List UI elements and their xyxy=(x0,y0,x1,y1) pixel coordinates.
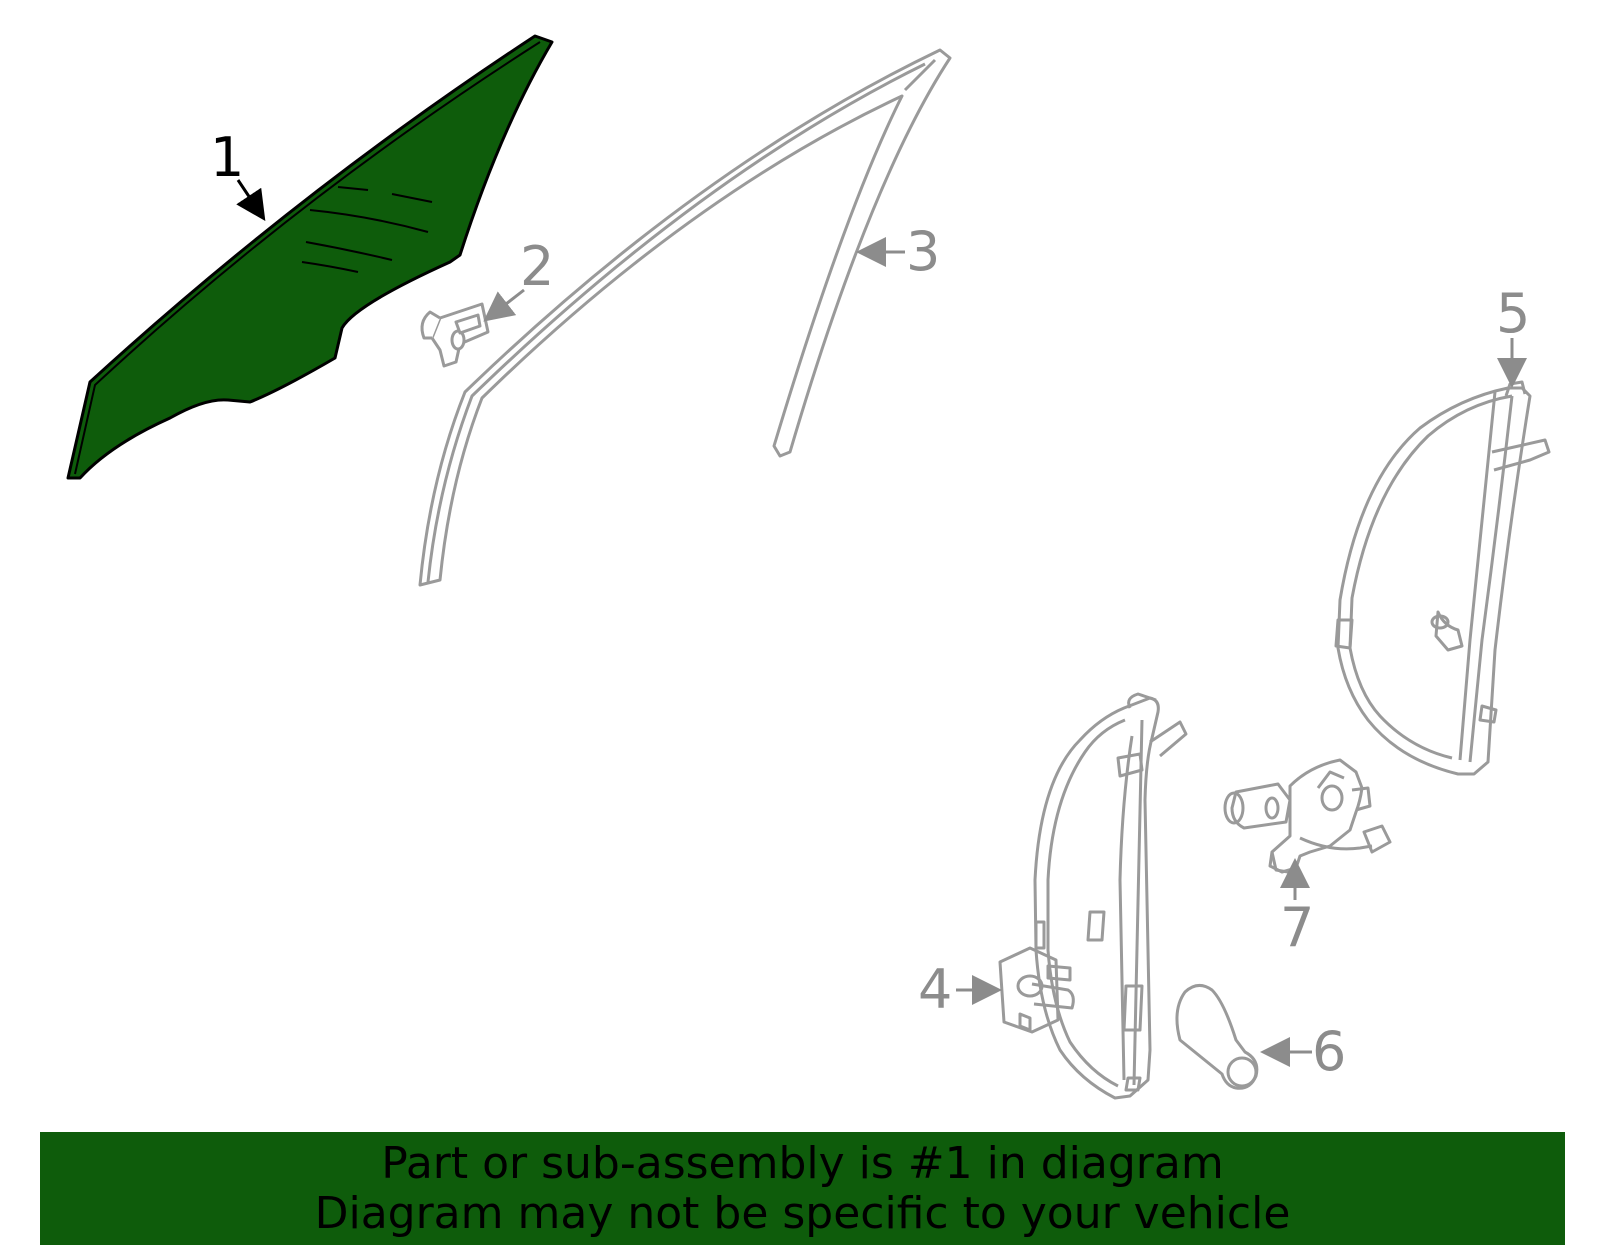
part-1-door-glass[interactable] xyxy=(66,34,554,480)
part-5-regulator[interactable] xyxy=(1334,380,1551,776)
callout-4: 4 xyxy=(918,958,952,1021)
callout-6: 6 xyxy=(1312,1020,1346,1083)
part-4-regulator[interactable] xyxy=(998,692,1188,1100)
part-2-glass-clip[interactable] xyxy=(420,302,490,368)
part-6-handle[interactable] xyxy=(1175,984,1259,1090)
info-banner: Part or sub-assembly is #1 in diagram Di… xyxy=(40,1132,1565,1245)
callout-7: 7 xyxy=(1280,896,1314,959)
part-3-run-channel[interactable] xyxy=(418,48,952,587)
leader-lines xyxy=(236,179,1527,1067)
banner-line-1: Part or sub-assembly is #1 in diagram xyxy=(381,1138,1224,1189)
part-7-motor[interactable] xyxy=(1223,758,1392,876)
callout-1: 1 xyxy=(210,126,244,189)
callout-3: 3 xyxy=(906,220,940,283)
callout-2: 2 xyxy=(520,235,554,298)
callout-5: 5 xyxy=(1496,282,1530,345)
banner-line-2: Diagram may not be specific to your vehi… xyxy=(314,1188,1291,1239)
